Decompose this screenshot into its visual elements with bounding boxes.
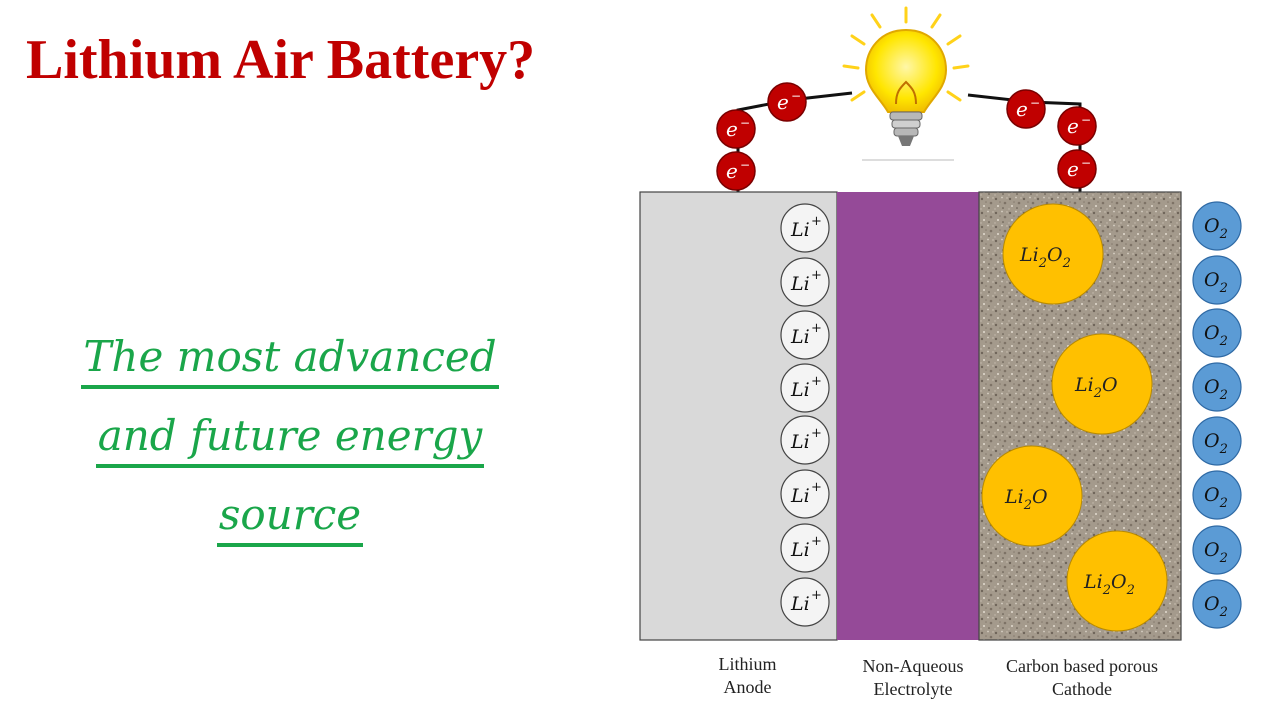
tagline-line-1: The most advanced	[81, 334, 499, 390]
circuit-wires	[736, 91, 1082, 192]
svg-text:Li2O2: Li2O2	[1083, 571, 1135, 598]
lithium-peroxide-particle: Li2O2	[1002, 203, 1104, 305]
cathode-label-line-1: Carbon based porous	[1006, 656, 1158, 676]
oxygen-molecule: O2	[1192, 308, 1242, 358]
electron-charge: −	[1081, 113, 1091, 127]
electron-charge: −	[740, 116, 750, 130]
svg-text:Li2O: Li2O	[1004, 486, 1048, 513]
lithium-ion-column: Li + Li + Li + Li + Li + Li +	[780, 203, 830, 627]
svg-text:O2: O2	[1204, 269, 1228, 296]
li-charge: +	[811, 321, 822, 336]
lithium-ion: Li +	[780, 523, 830, 573]
svg-text:Li2O: Li2O	[1074, 374, 1118, 401]
lithium-oxide-particle: Li2O	[981, 445, 1083, 547]
lithium-ion: Li +	[780, 415, 830, 465]
svg-text:O2: O2	[1204, 484, 1228, 511]
electron: e −	[716, 151, 756, 191]
electron-symbol: e	[777, 90, 789, 114]
electron-group: e − e − e − e − e − e −	[716, 82, 1097, 191]
electron: e −	[1057, 106, 1097, 146]
svg-text:O2: O2	[1204, 539, 1228, 566]
li-symbol: Li	[790, 539, 810, 561]
svg-text:O2: O2	[1204, 376, 1228, 403]
electron: e −	[1006, 89, 1046, 129]
svg-text:O2: O2	[1204, 322, 1228, 349]
oxygen-molecule: O2	[1192, 470, 1242, 520]
oxygen-column: O2 O2 O2 O2 O2 O2 O2 O2	[1192, 201, 1242, 629]
oxygen-molecule: O2	[1192, 201, 1242, 251]
anode-label: Lithium Anode	[690, 653, 805, 698]
electron-symbol: e	[726, 159, 738, 183]
oxygen-molecule: O2	[1192, 255, 1242, 305]
li-charge: +	[811, 374, 822, 389]
electron-symbol: e	[1067, 114, 1079, 138]
li-symbol: Li	[790, 273, 810, 295]
electrolyte-label: Non-Aqueous Electrolyte	[840, 655, 986, 700]
electron-charge: −	[1081, 156, 1091, 170]
lithium-oxide-particle: Li2O	[1051, 333, 1153, 435]
electron-charge: −	[740, 158, 750, 172]
tagline-line-2: and future energy	[95, 414, 485, 469]
li-symbol: Li	[790, 219, 810, 241]
svg-text:Li2O2: Li2O2	[1019, 244, 1071, 271]
li-symbol: Li	[790, 431, 810, 453]
electron: e −	[1057, 149, 1097, 189]
li-charge: +	[811, 426, 822, 441]
electrolyte-label-line-2: Electrolyte	[873, 678, 953, 699]
oxygen-molecule: O2	[1192, 525, 1242, 575]
cathode-label-line-2: Cathode	[1052, 678, 1112, 699]
lithium-ion: Li +	[780, 363, 830, 413]
svg-text:O2: O2	[1204, 430, 1228, 457]
electron-charge: −	[791, 89, 801, 103]
wire-right	[967, 93, 1082, 192]
lithium-ion: Li +	[780, 203, 830, 253]
tagline: The most advanced and future energy sour…	[40, 332, 540, 569]
lithium-ion: Li +	[780, 469, 830, 519]
page-title: Lithium Air Battery?	[26, 29, 536, 91]
lithium-ion: Li +	[780, 257, 830, 307]
light-bulb-icon	[842, 6, 970, 161]
li-charge: +	[811, 480, 822, 495]
li-symbol: Li	[790, 593, 810, 615]
lithium-peroxide-particle: Li2O2	[1066, 530, 1168, 632]
lithium-ion: Li +	[780, 577, 830, 627]
li-symbol: Li	[790, 379, 810, 401]
oxygen-molecule: O2	[1192, 362, 1242, 412]
lithium-ion: Li +	[780, 310, 830, 360]
electrolyte-layer	[837, 192, 979, 640]
li-symbol: Li	[790, 485, 810, 507]
electron-charge: −	[1030, 96, 1040, 110]
li-charge: +	[811, 214, 822, 229]
cathode-label: Carbon based porous Cathode	[982, 655, 1182, 700]
anode-label-line-2: Anode	[723, 676, 772, 697]
li-charge: +	[811, 588, 822, 603]
electron-symbol: e	[1016, 97, 1028, 121]
electron: e −	[716, 109, 756, 149]
li-charge: +	[811, 534, 822, 549]
electron: e −	[767, 82, 807, 122]
anode-label-line-1: Lithium	[718, 654, 777, 674]
tagline-line-3: source	[216, 493, 364, 548]
electron-symbol: e	[1067, 157, 1079, 181]
li-charge: +	[811, 268, 822, 283]
li-symbol: Li	[790, 326, 810, 348]
electron-symbol: e	[726, 117, 738, 141]
discharge-products: Li2O2 Li2O Li2O Li2O2	[981, 203, 1168, 632]
electrolyte-label-line-1: Non-Aqueous	[862, 656, 964, 676]
oxygen-molecule: O2	[1192, 579, 1242, 629]
wire-left	[736, 91, 853, 192]
oxygen-molecule: O2	[1192, 416, 1242, 466]
svg-text:O2: O2	[1204, 215, 1228, 242]
svg-text:O2: O2	[1204, 593, 1228, 620]
